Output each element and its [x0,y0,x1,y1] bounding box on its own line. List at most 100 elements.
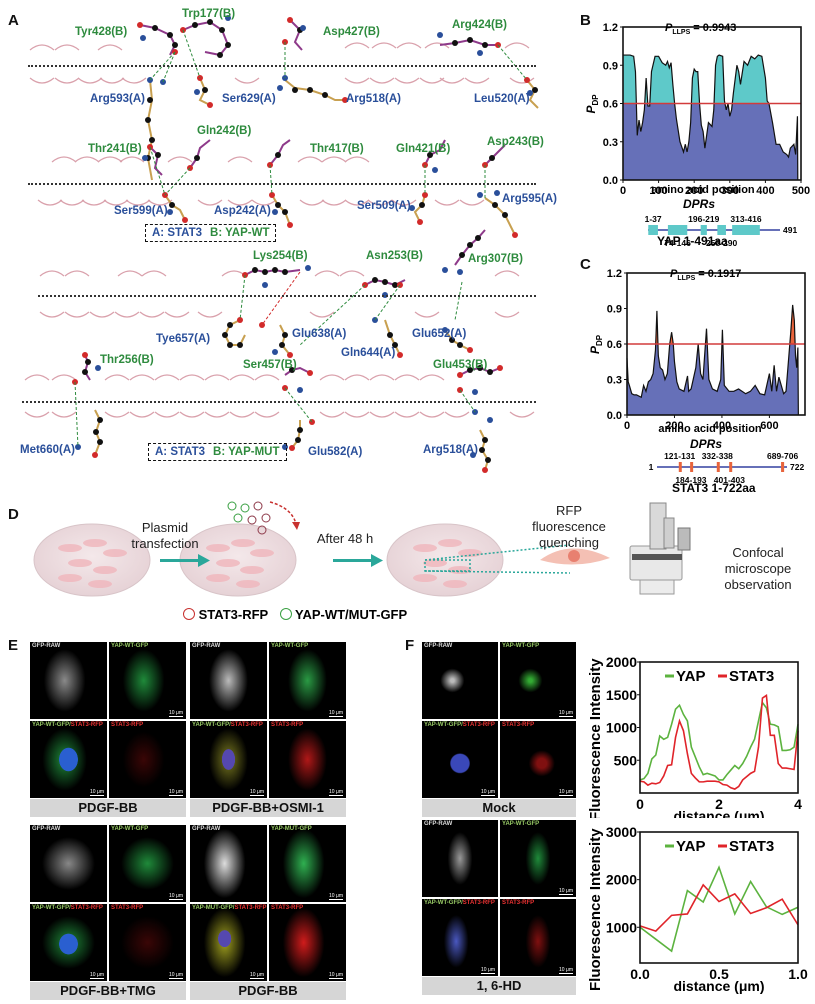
transfer-arrow-curve [269,501,297,525]
svg-text:1.0: 1.0 [788,966,808,982]
svg-text:184-193: 184-193 [675,475,706,485]
pllps-label-b: PLLPS = 0.9943 [665,22,737,37]
residue-label: Arg518(A) [423,444,478,456]
svg-text:2: 2 [715,796,723,812]
svg-text:689-706: 689-706 [767,451,798,461]
panel-letter-e: E [8,637,19,654]
oxygen-atoms [72,17,530,473]
svg-text:2000: 2000 [606,654,637,670]
svg-text:PDP: PDP [588,334,604,354]
svg-text:1: 1 [649,462,654,472]
svg-text:Fluorescence Intensity: Fluorescence Intensity [587,828,604,991]
svg-text:STAT3: STAT3 [729,838,774,855]
micrograph-gfp-raw: GFP-RAW [422,820,498,897]
workflow-illustration [33,501,691,597]
svg-text:4: 4 [794,796,802,812]
arrow-right-icon [160,554,210,567]
residue-label: Asn253(B) [366,250,423,262]
svg-text:1-37: 1-37 [645,214,662,224]
svg-text:0.0: 0.0 [630,966,650,982]
svg-text:0: 0 [636,796,644,812]
residue-label: Gln644(A) [341,347,396,359]
svg-text:1000: 1000 [606,919,637,935]
svg-text:0.6: 0.6 [603,99,618,111]
residue-label: Glu638(A) [292,328,347,340]
svg-text:196-219: 196-219 [688,214,719,224]
svg-text:1.2: 1.2 [603,22,618,34]
hydrogen-bonds [74,29,528,448]
protein-label-b: YAP 1-491aa [657,234,728,248]
residue-label: Thr241(B) [88,143,142,155]
condition-label: Mock [422,799,576,817]
svg-text:0: 0 [624,420,630,432]
svg-text:0.0: 0.0 [607,410,622,422]
residue-label: Arg307(B) [468,253,523,265]
panel-letter-a: A [8,12,19,29]
svg-text:1500: 1500 [606,687,637,703]
step-label-48h: After 48 h [316,531,374,546]
svg-text:YAP: YAP [676,838,705,855]
svg-text:STAT3: STAT3 [729,668,774,685]
residue-label: Arg518(A) [346,93,401,105]
condition-label: PDGF-BB [190,982,346,1000]
arrow-right-icon [333,554,383,567]
svg-text:200: 200 [685,185,703,197]
svg-text:300: 300 [721,185,739,197]
svg-text:258-290: 258-290 [706,238,737,248]
residue-label: Asp242(A) [214,205,271,217]
separator-3 [38,295,536,297]
residue-label: Leu520(A) [474,93,530,105]
molecule-atoms [82,19,538,463]
condition-label: 1, 6-HD [422,977,576,995]
svg-text:332-338: 332-338 [702,451,733,461]
svg-text:0.3: 0.3 [607,375,622,387]
svg-text:100: 100 [649,185,667,197]
micrograph-gfp-raw: GFP-RAW [30,642,107,719]
panel-letter-d: D [8,506,19,523]
svg-text:0: 0 [620,185,626,197]
dprs-title-c: DPRs [690,437,723,451]
svg-text:600: 600 [760,420,778,432]
circle-red-icon [183,608,195,620]
panel-letter-f: F [405,637,415,654]
cells [58,539,482,588]
residue-label: Trp177(B) [182,8,236,20]
residue-label: Gln242(B) [197,125,252,137]
hydrophobic-arcs [24,42,535,418]
fluorophore-legend: STAT3-RFP YAP-WT/MUT-GFP [183,607,407,622]
residue-label: Arg593(A) [90,93,145,105]
svg-text:313-416: 313-416 [730,214,761,224]
residue-label: Arg595(A) [502,193,557,205]
residue-label: Ser457(B) [243,359,297,371]
micrograph-gfp-raw: GFP-RAW [30,825,107,902]
svg-text:400: 400 [713,420,731,432]
svg-text:Fluorescence Intensity: Fluorescence Intensity [587,658,604,818]
panel-letter-c: C [580,256,591,273]
residue-label: Tyr428(B) [75,26,128,38]
residue-label: Gln421(B) [396,143,451,155]
pllps-label-c: PLLPS = 0.1917 [670,268,742,283]
micrograph-gfp-raw: GFP-RAW [190,642,267,719]
residue-label: Asp243(B) [487,136,544,148]
svg-text:distance (μm): distance (μm) [673,978,764,994]
svg-text:722: 722 [790,462,804,472]
interaction-diagram [24,15,539,473]
dprs-title-b: DPRs [683,197,716,211]
